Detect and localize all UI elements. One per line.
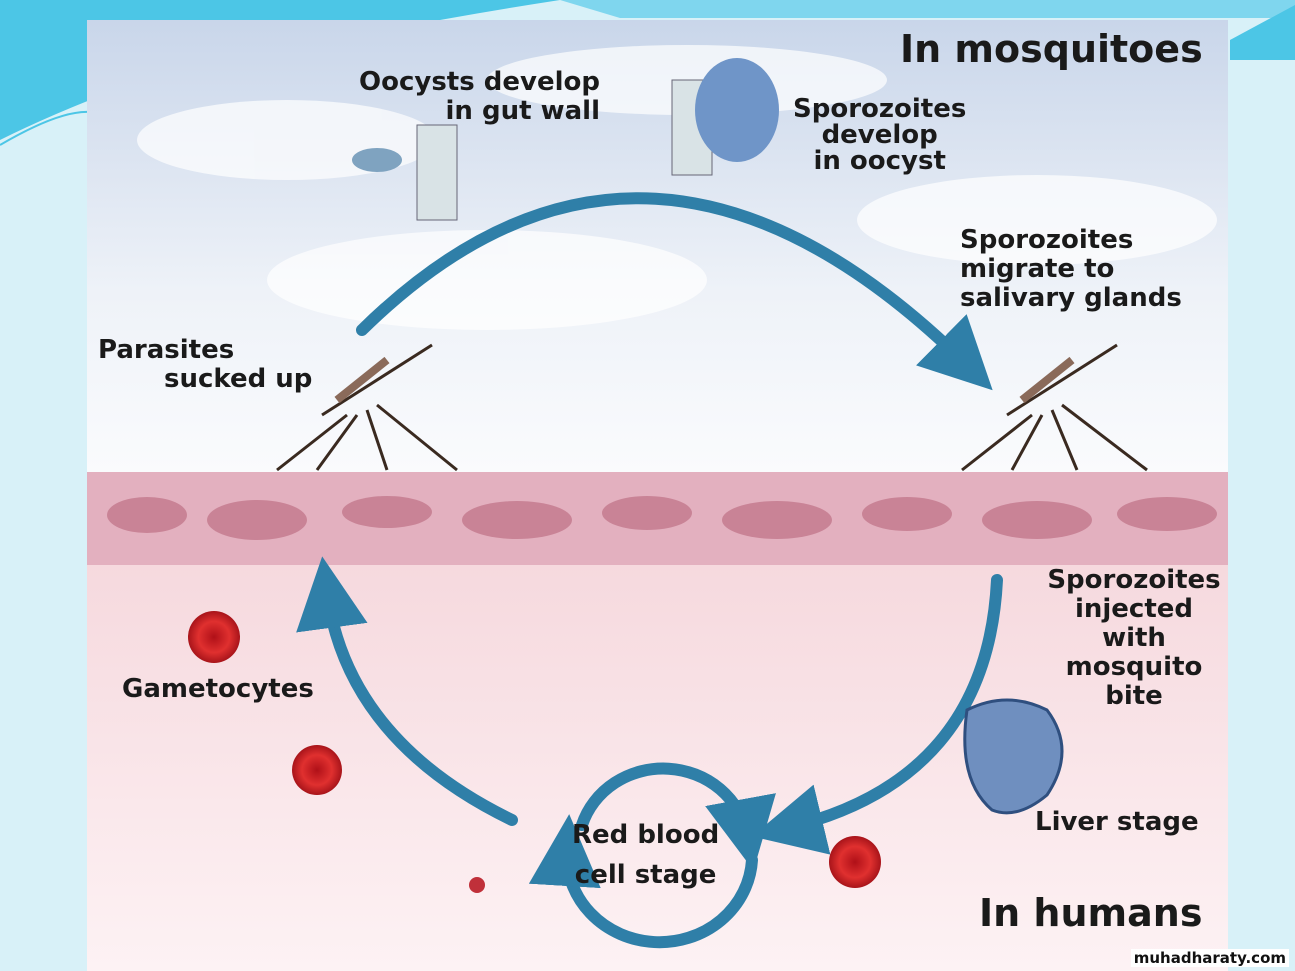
cells: [188, 611, 1064, 893]
watermark: muhadharaty.com: [1130, 949, 1289, 967]
label-rbc-stage: Red blood cell stage: [572, 815, 719, 896]
label-line: salivary glands: [960, 283, 1182, 314]
label-sporozoites-develop: Sporozoites develop in oocyst: [793, 96, 966, 174]
mosquito-right: [961, 343, 1148, 472]
label-sporozoites-injected: Sporozoites injected with mosquito bite: [1039, 565, 1228, 712]
malaria-life-cycle-diagram: In mosquitoes Oocysts develop in gut wal…: [87, 20, 1228, 971]
label-line: cell stage: [574, 860, 717, 891]
mosquito-left: [276, 343, 458, 472]
label-sporozoites-migrate: Sporozoites migrate to salivary glands: [960, 225, 1182, 314]
cycle-arrows: [296, 192, 1003, 949]
label-line: bite: [1105, 681, 1163, 712]
label-line: mosquito: [1065, 652, 1203, 683]
rbc-cycle-bottom: [528, 814, 758, 949]
label-line: in gut wall: [445, 96, 600, 127]
label-oocysts: Oocysts develop in gut wall: [359, 67, 600, 127]
red-blood-cell: [829, 836, 881, 888]
mosquito-arc-arrow: [356, 192, 993, 391]
gametocyte-arrow: [296, 556, 518, 826]
label-liver-stage: Liver stage: [1035, 807, 1199, 837]
skin-cells: [107, 496, 1217, 540]
gametocyte-cell: [188, 611, 240, 663]
label-line: develop: [821, 120, 938, 150]
merozoites: [469, 877, 485, 893]
label-line: migrate to: [960, 254, 1115, 285]
red-blood-cell: [292, 745, 342, 795]
label-line: injected: [1074, 594, 1194, 625]
label-gametocytes: Gametocytes: [122, 674, 314, 704]
label-parasites-sucked-up: Parasites sucked up: [98, 335, 313, 395]
title-in-humans: In humans: [979, 891, 1203, 935]
label-line: Sporozoites: [793, 94, 967, 124]
oocyst-illustration: [352, 58, 779, 221]
rbc-cycle-top: [576, 762, 776, 871]
label-line: Parasites: [98, 335, 235, 365]
label-line: Red blood: [572, 820, 720, 850]
liver-cell: [963, 698, 1064, 815]
label-line: Sporozoites: [960, 225, 1134, 255]
diagram-artwork: [87, 20, 1228, 971]
label-line: Oocysts develop: [359, 67, 600, 97]
label-line: with: [1102, 623, 1166, 654]
label-line: Sporozoites: [1047, 565, 1221, 595]
liver-arrow: [751, 574, 1003, 855]
title-in-mosquitoes: In mosquitoes: [900, 27, 1203, 71]
label-line: sucked up: [164, 364, 313, 395]
clouds: [137, 45, 1217, 330]
label-line: in oocyst: [813, 146, 946, 176]
